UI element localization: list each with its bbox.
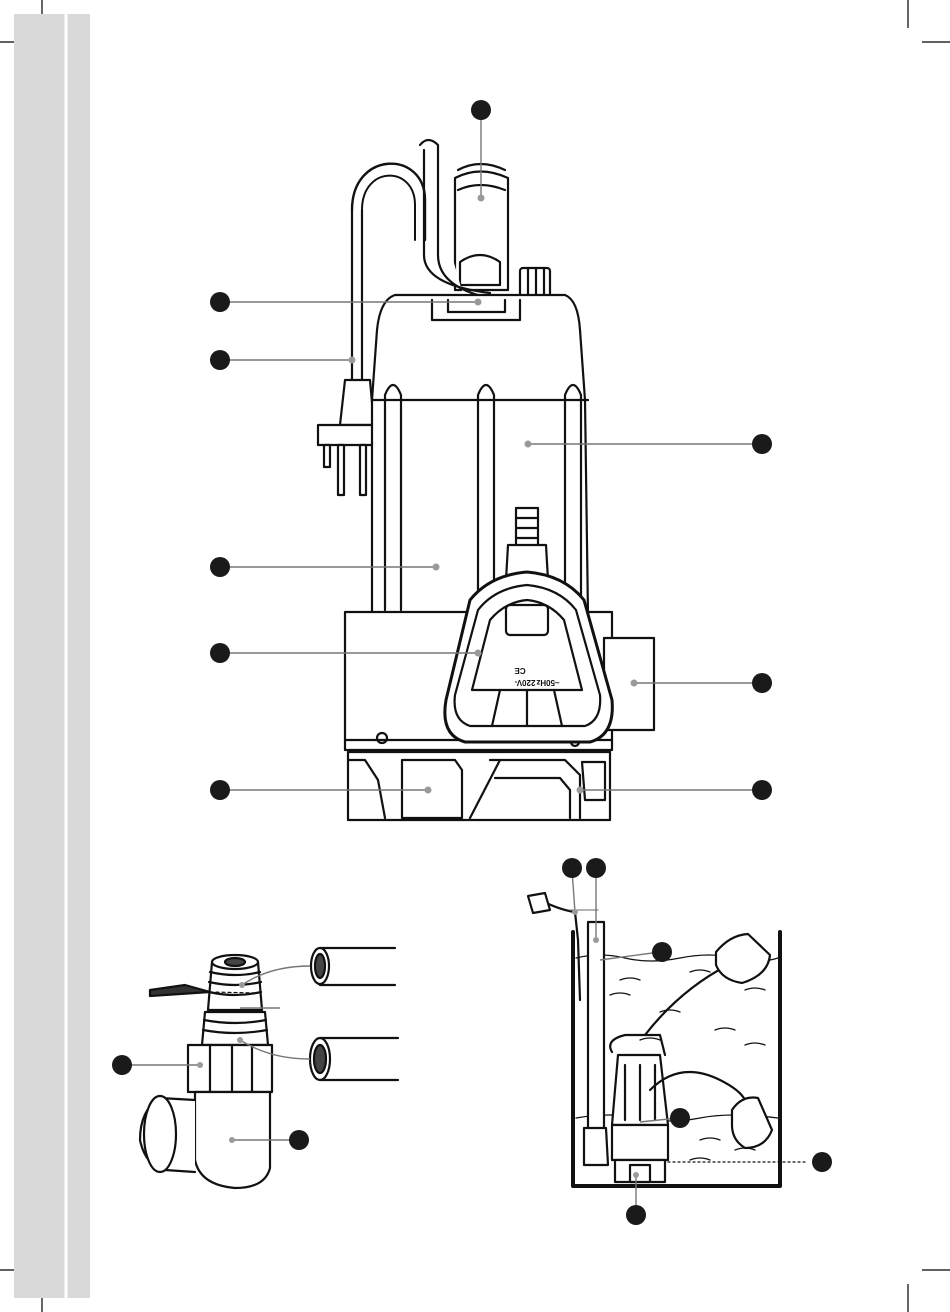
callout-power-plug: [562, 858, 582, 878]
hose-adapter-figure: [140, 948, 398, 1188]
callout-submerged-pump: [670, 1108, 690, 1128]
vent-knob: [520, 268, 550, 298]
label-ce-mark: CE: [514, 666, 526, 675]
callout-power-cord: [210, 350, 230, 370]
callout-adapter-nut: [112, 1055, 132, 1075]
callout-water-float: [652, 942, 672, 962]
callout-outlet-pipe: [471, 100, 491, 120]
callout-elbow: [289, 1130, 309, 1150]
callout-side-outlet: [752, 673, 772, 693]
callout-min-level: [812, 1152, 832, 1172]
callout-float-cable: [752, 434, 772, 454]
callout-float-switch: [210, 643, 230, 663]
label-rating-line-2: ~50Hz: [536, 678, 559, 687]
pump-overview-figure: [318, 140, 654, 820]
callout-housing: [210, 557, 230, 577]
callout-base-right: [752, 780, 772, 800]
callout-float-switch-holder: [210, 292, 230, 312]
callout-base-intake: [626, 1205, 646, 1225]
callout-discharge-pipe: [586, 858, 606, 878]
callout-base-left: [210, 780, 230, 800]
side-strip: [14, 14, 90, 1298]
installation-figure: [528, 893, 808, 1186]
label-rating-line-1: 220V-: [514, 678, 535, 687]
